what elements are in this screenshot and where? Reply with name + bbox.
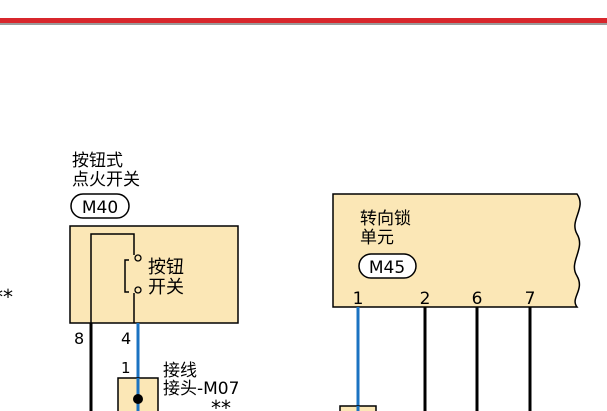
junction-name-line2: 接头-M07 xyxy=(163,379,239,399)
steering-lock-pin-7: 7 xyxy=(525,289,536,309)
junction-name-line1: 接线 xyxy=(163,361,197,381)
connector-m40-label: M40 xyxy=(82,198,118,218)
steering-lock-pin-2: 2 xyxy=(420,289,431,309)
steering-lock-pin-6: 6 xyxy=(472,289,483,309)
connector-m45-badge xyxy=(358,253,417,279)
steering-lock-unit: 转向锁 单元 M45 1 2 6 7 xyxy=(332,193,581,309)
ignition-switch-name-line2: 点火开关 xyxy=(72,170,140,190)
header-rule xyxy=(0,18,607,23)
connector-m40-badge xyxy=(70,193,130,219)
junction-pin-1: 1 xyxy=(121,359,131,377)
ignition-switch-body xyxy=(69,225,239,324)
header-rule-shadow xyxy=(0,23,607,25)
junction-connector-m07: 1 接线 接头-M07 ** xyxy=(117,359,239,411)
left-edge-mark: ** xyxy=(0,285,13,309)
steering-lock-name-line1: 转向锁 xyxy=(360,209,411,229)
connector-m45-label: M45 xyxy=(369,258,405,278)
steering-lock-name-line2: 单元 xyxy=(360,228,394,248)
junction-splice-dot xyxy=(133,394,143,404)
steering-lock-pin-1: 1 xyxy=(353,289,364,309)
push-button-switch-symbol xyxy=(124,254,142,294)
push-button-ignition-switch: 按钮式 点火开关 M40 按钮 开关 8 4 xyxy=(69,151,239,348)
junction-mark: ** xyxy=(211,396,231,411)
switch-label-line1: 按钮 xyxy=(148,257,184,278)
ignition-pin-8: 8 xyxy=(74,329,84,348)
ignition-switch-internal-wire xyxy=(90,233,135,323)
ignition-switch-name-line1: 按钮式 xyxy=(72,151,123,171)
switch-label-line2: 开关 xyxy=(148,277,184,298)
ignition-pin-4: 4 xyxy=(121,329,131,348)
